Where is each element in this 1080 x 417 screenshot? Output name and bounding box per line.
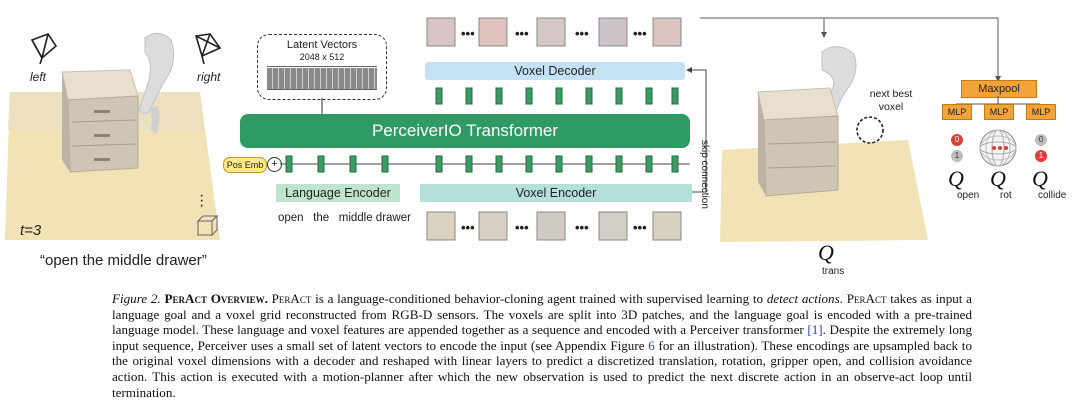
svg-text:•••: ••• xyxy=(461,220,475,235)
caption-figure-number: Figure 2. xyxy=(112,291,161,306)
caption-seg7: . Despite the extremely long input seque… xyxy=(112,322,972,353)
mlp-collide-label: MLP xyxy=(1031,107,1051,117)
caption-seg6: takes as input a language goal and a vox… xyxy=(112,291,972,338)
pos-emb-label: Pos Emb xyxy=(226,160,264,170)
maxpool-label: Maxpool xyxy=(978,83,1020,95)
open-value-1: 1 xyxy=(951,150,963,162)
latent-vectors-size: 2048 x 512 xyxy=(299,52,345,62)
mlp-rot-box: MLP xyxy=(984,104,1014,120)
next-best-voxel-label: next best voxel xyxy=(869,88,913,113)
caption-citation-link[interactable]: [1] xyxy=(807,322,823,338)
caption-seg3: detect actions xyxy=(766,291,840,306)
collide-value-0: 0 xyxy=(1035,134,1047,146)
latent-vectors-grid xyxy=(267,66,377,90)
q-open-sub: open xyxy=(957,190,980,201)
caption-seg1: PerAct xyxy=(271,291,312,306)
q-rot-letter: Q xyxy=(990,166,1006,191)
transformer-label: PerceiverIO Transformer xyxy=(371,121,559,140)
language-tokens: open the middle drawer xyxy=(278,212,411,224)
mlp-open-label: MLP xyxy=(947,107,967,117)
svg-text:•••: ••• xyxy=(461,26,475,41)
q-rot-sub: rot xyxy=(1000,190,1012,201)
language-encoder-box: Language Encoder xyxy=(276,184,400,202)
latent-vectors-box: Latent Vectors 2048 x 512 xyxy=(257,34,387,100)
language-encoder-label: Language Encoder xyxy=(285,186,391,200)
left-scene xyxy=(0,0,230,260)
voxel-decoder-label: Voxel Decoder xyxy=(514,64,596,78)
q-collide-sub: collide xyxy=(1038,190,1067,201)
left-camera-icon xyxy=(28,32,60,71)
mlp-open-box: MLP xyxy=(942,104,972,120)
figure-caption: Figure 2. PerAct Overview. PerAct is a l… xyxy=(112,291,972,400)
caption-seg5: PerAct xyxy=(846,291,887,306)
mlp-rot-label: MLP xyxy=(989,107,1009,117)
svg-text:•••: ••• xyxy=(575,26,589,41)
caption-title: PerAct Overview. xyxy=(164,291,268,306)
small-voxel-cube-icon xyxy=(196,214,219,242)
q-collide-letter: Q xyxy=(1032,166,1048,191)
encoder-token-row xyxy=(280,150,700,180)
skip-connection-arrow xyxy=(686,67,707,193)
input-voxel-row: ••• ••• ••• ••• xyxy=(425,210,685,244)
q-trans-sub: trans xyxy=(822,266,845,277)
svg-text:•••: ••• xyxy=(575,220,589,235)
right-view-label: right xyxy=(197,70,221,84)
svg-text:•••: ••• xyxy=(515,26,529,41)
timestep-ellipsis: ··· xyxy=(199,187,205,214)
svg-text:•••: ••• xyxy=(515,220,529,235)
q-open-letter: Q xyxy=(948,166,964,191)
latent-to-transformer-arrow xyxy=(321,98,323,115)
perceiverio-transformer-box: PerceiverIO Transformer xyxy=(240,114,690,148)
output-connector-line xyxy=(700,17,1001,82)
left-view-label: left xyxy=(30,70,47,84)
timestep-label: t=3 xyxy=(20,222,42,239)
output-voxel-row: ••• ••• ••• ••• xyxy=(425,16,685,48)
voxel-encoder-label: Voxel Encoder xyxy=(515,186,597,200)
voxel-encoder-box: Voxel Encoder xyxy=(420,184,692,202)
caption-figure-link[interactable]: 6 xyxy=(648,337,655,353)
svg-text:•••: ••• xyxy=(633,220,647,235)
caption-seg2: is a language-conditioned behavior-cloni… xyxy=(311,291,767,306)
pos-emb-box: Pos Emb xyxy=(223,157,267,173)
voxel-decoder-box: Voxel Decoder xyxy=(425,62,685,80)
svg-text:•••: ••• xyxy=(633,26,647,41)
decoder-token-row xyxy=(425,84,685,114)
maxpool-box: Maxpool xyxy=(961,80,1037,98)
collide-value-1: 1 xyxy=(1035,150,1047,162)
rotation-sphere-icon xyxy=(978,128,1018,173)
caption-seg8: for an illustration). These encodings ar… xyxy=(112,337,972,400)
skip-connection-label: skip connection xyxy=(699,140,710,209)
right-voxel-scene-image xyxy=(720,46,928,242)
q-trans-letter: Q xyxy=(818,240,834,265)
instruction-quote: “open the middle drawer” xyxy=(40,252,207,269)
left-voxel-scene-image xyxy=(5,33,220,240)
caption-seg4: . xyxy=(839,291,847,306)
right-scene xyxy=(718,30,936,250)
mlp-collide-box: MLP xyxy=(1026,104,1056,120)
open-value-0: 0 xyxy=(951,134,963,146)
latent-vectors-title: Latent Vectors xyxy=(286,39,358,51)
right-camera-icon xyxy=(192,32,224,71)
